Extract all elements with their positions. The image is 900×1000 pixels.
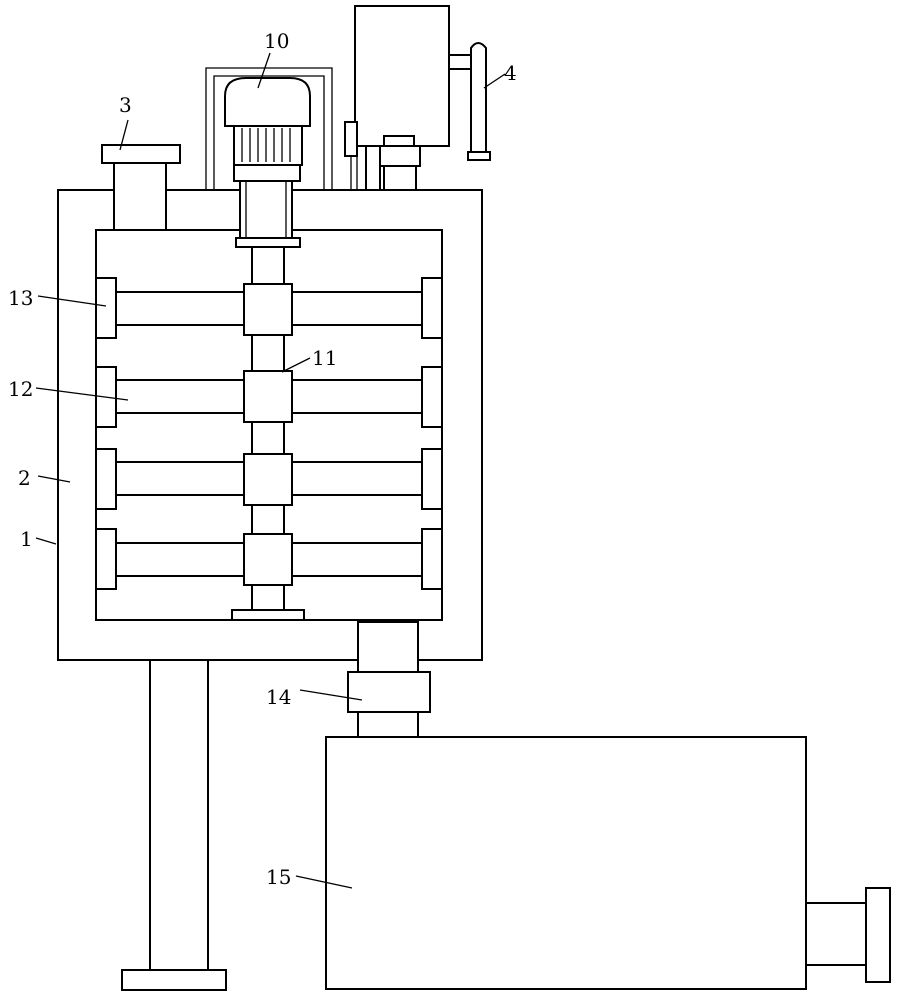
paddle-row-3 [95,448,443,510]
shaft-coupling [235,179,301,248]
scraper-right-2 [421,366,443,428]
cylinder-mount [448,54,472,70]
outlet-pipe [805,902,869,966]
scraper-right-4 [421,528,443,590]
paddle-row-1 [95,277,443,339]
label-2: 2 [18,466,31,490]
feed-inlet [101,144,181,231]
motor [224,77,311,182]
scraper-right-1 [421,277,443,339]
leader-lines [35,52,506,889]
outlet-flange [865,887,891,983]
label-11: 11 [312,346,337,370]
label-4: 4 [504,61,517,85]
cylinder-foot [467,151,491,161]
label-1: 1 [20,527,33,551]
label-13: 13 [8,286,33,310]
label-15: 15 [266,865,291,889]
pump-body [379,145,421,167]
pump-base [383,165,417,191]
discharge-pipe [347,621,431,738]
label-12: 12 [8,377,33,401]
shaft-bottom-bearing [231,609,305,621]
discharge-valve [347,671,431,713]
label-10: 10 [264,29,289,53]
label-14: 14 [266,685,291,709]
motor-bracket [205,67,333,190]
control-box [354,5,450,147]
label-3: 3 [119,93,132,117]
scraper-left-1 [95,277,117,339]
collection-box [325,736,891,990]
paddle-row-2 [95,366,443,428]
cylinder-body [470,42,487,153]
support-leg [121,659,227,991]
scraper-left-3 [95,448,117,510]
motor-fins [233,124,303,166]
paddle-row-4 [95,528,443,590]
scraper-left-4 [95,528,117,590]
part-labels: 3 10 4 13 12 11 2 1 14 15 [8,29,517,889]
pump-flange-top [383,135,415,147]
motor-housing [224,77,311,127]
scraper-right-3 [421,448,443,510]
upper-right-unit [344,5,491,191]
